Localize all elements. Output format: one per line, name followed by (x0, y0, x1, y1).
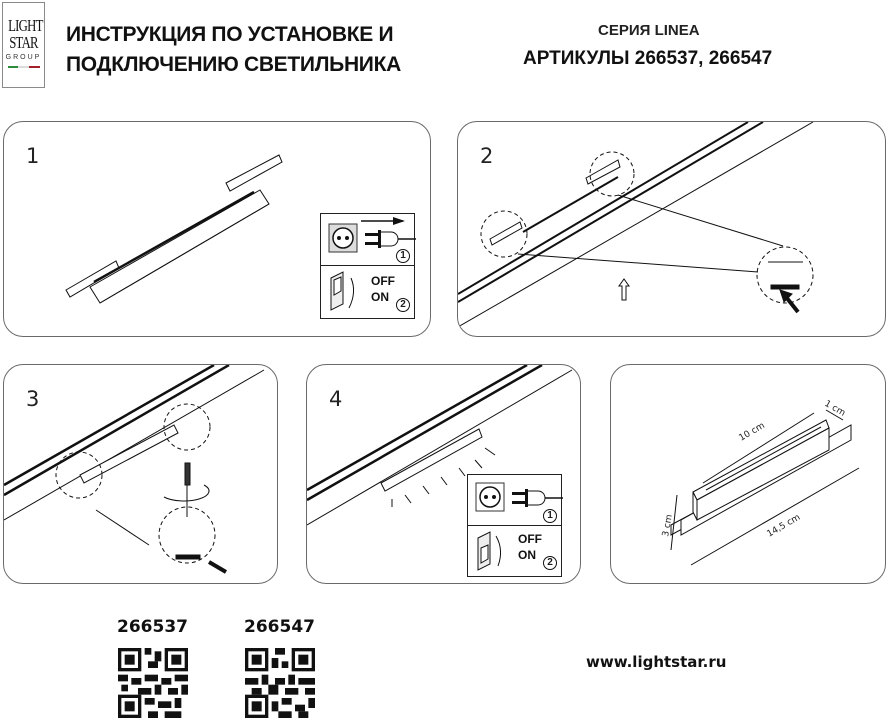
logo-line-star: STAR (9, 33, 38, 52)
width-1cm-label: 1 cm (823, 399, 847, 419)
length-10cm-label: 10 cm (738, 421, 767, 444)
title-line-1: ИНСТРУКЦИЯ ПО УСТАНОВКЕ И (66, 23, 394, 46)
step-index-1: 1 (396, 249, 410, 263)
step-number: 3 (26, 387, 40, 411)
qr-code-266547[interactable] (245, 648, 315, 718)
socket-plug-icon (328, 217, 416, 253)
step-index-2: 2 (543, 556, 557, 570)
series-label: СЕРИЯ LINEA (598, 22, 700, 39)
power-safety-box: 1 OFF ON 2 (320, 213, 416, 319)
step-index-1: 1 (543, 509, 557, 523)
document-title: ИНСТРУКЦИЯ ПО УСТАНОВКЕ И ПОДКЛЮЧЕНИЮ СВ… (66, 20, 401, 80)
on-label: ON (518, 548, 536, 562)
step-3-panel: 3 (3, 364, 278, 584)
logo-line-group: GROUP (5, 54, 42, 61)
lock-screw-illustration (4, 365, 265, 574)
off-label: OFF (371, 274, 395, 288)
article-code-266547: 266547 (244, 617, 315, 637)
website-link[interactable]: www.lightstar.ru (586, 653, 727, 671)
step-4-panel: 4 1 (306, 364, 581, 584)
dimension-drawing: 10 cm 1 cm 3 cm 14,5 cm (661, 399, 860, 566)
lightstar-logo: LIGHT STAR GROUP (2, 2, 45, 88)
italian-flag-stripe (7, 66, 40, 68)
fixture-illustration (65, 154, 283, 304)
installed-fixture-illustration (307, 365, 573, 526)
qr-code-266537[interactable] (118, 648, 188, 718)
dimensions-panel: 10 cm 1 cm 3 cm 14,5 cm (610, 364, 886, 584)
step-number: 4 (329, 387, 343, 411)
step-2-panel: 2 (457, 121, 886, 337)
switch-row: OFF ON 2 (321, 266, 414, 319)
articles-label: АРТИКУЛЫ 266537, 266547 (523, 48, 773, 69)
switch-row: OFF ON 2 (468, 526, 561, 577)
article-code-266537: 266537 (117, 617, 188, 637)
on-label: ON (371, 290, 389, 304)
track-insertion-illustration (458, 122, 814, 328)
unplug-row: 1 (321, 214, 416, 266)
power-safety-box: 1 OFF ON 2 (467, 474, 563, 577)
title-line-2: ПОДКЛЮЧЕНИЮ СВЕТИЛЬНИКА (66, 53, 401, 76)
step-number: 1 (26, 144, 40, 168)
rocker-switch-icon (330, 271, 355, 311)
step-number: 2 (480, 144, 494, 168)
off-label: OFF (518, 532, 542, 546)
step-1-panel: 1 1 (3, 121, 431, 337)
length-14-5cm-label: 14,5 cm (766, 513, 803, 540)
step-index-2: 2 (396, 298, 410, 312)
plug-in-row: 1 (468, 475, 563, 526)
logo-line-light: LIGHT (8, 16, 43, 35)
socket-plug-icon (475, 482, 563, 512)
rocker-switch-icon (477, 531, 502, 571)
height-3cm-label: 3 cm (661, 514, 675, 538)
